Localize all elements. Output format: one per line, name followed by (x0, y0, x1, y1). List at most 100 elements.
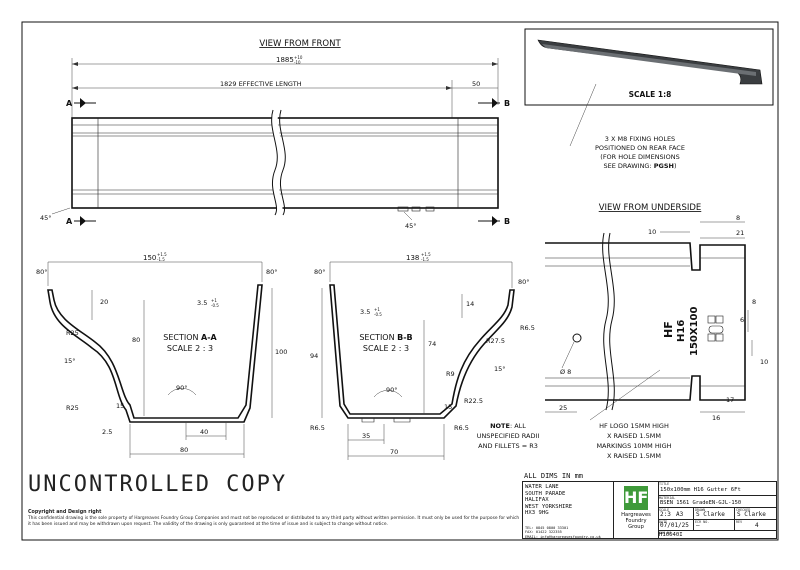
copyright-title: Copyright and Design right (28, 510, 102, 515)
aa-a90: 90° (176, 384, 188, 392)
bb-width-tol-lower: -1.5 (421, 257, 429, 262)
tb-ecr-cell: ECR NO. – (694, 520, 735, 531)
aa-d80: 80 (132, 336, 140, 344)
tb-dwg-value: H16640I (659, 532, 683, 538)
front-view-title: VIEW FROM FRONT (259, 39, 341, 49)
hf-logo-icon: HF (624, 486, 648, 510)
overall-tol-lower: -10 (294, 60, 301, 65)
aa-d15: 15 (116, 402, 124, 410)
underside-markings: HF H16 150X100 (662, 307, 700, 357)
fixing-note-line3: (FOR HOLE DIMENSIONS (600, 153, 679, 161)
section-marker-b-top: B (478, 98, 510, 108)
mark-h16: H16 (676, 320, 687, 342)
tb-material-value: BSEN 1561 GradeEN-GJL-150 (660, 500, 742, 506)
aa-r25-bot: R25 (66, 404, 79, 412)
aa-d20: 20 (100, 298, 108, 306)
bb-scale: SCALE 2 : 3 (363, 344, 409, 353)
section-bb-title: SECTION B-B SCALE 2 : 3 (359, 333, 412, 353)
mark-size: 150X100 (689, 307, 700, 357)
sheet-border (21, 21, 779, 541)
aa-d3-5-tol-upper: +1 (211, 298, 217, 303)
copyright-text: This confidential drawing is the sole pr… (28, 516, 520, 527)
tb-checked-cell: CHECKED S Clarke (735, 508, 776, 520)
section-marker-b-bottom: B (478, 216, 510, 226)
section-bb-profile (329, 284, 515, 423)
tb-scale-value: 2:3 (660, 511, 671, 518)
tb-material-cell: MATERIAL BSEN 1561 GradeEN-GJL-150 (658, 496, 776, 508)
aa-d80-bottom: 80 (180, 446, 188, 454)
aa-d40: 40 (200, 428, 208, 436)
tb-title-cell: TITLE 150x100mm H16 Gutter 6Ft (658, 482, 776, 496)
address-line: WEST YORKSHIRE (525, 503, 573, 510)
aa-angle-left: 80° (36, 268, 48, 276)
section-bb-dimensions: 138 +1.5 -1.5 80° 80° 3.5 +1 -0.5 14 R6.… (310, 252, 535, 460)
us-d10: 10 (648, 228, 656, 236)
section-marker-a-bottom: A (66, 216, 96, 226)
bb-a90: 90° (386, 386, 398, 394)
svg-text:AND FILLETS = R3: AND FILLETS = R3 (478, 442, 538, 450)
all-dims-note: ALL DIMS IN mm (524, 472, 584, 480)
tb-date-cell: DATE 07/01/25 (658, 520, 694, 531)
address-line: HX3 9HG (525, 510, 549, 517)
section-aa-profile (47, 284, 263, 423)
section-aa-dimensions: 150 +1.5 -1.5 80° 80° 20 3.5 +1 -0.5 R25… (36, 252, 287, 458)
front-angle-left: 45° (40, 214, 52, 222)
tb-rev-value: 4 (755, 522, 759, 529)
svg-text:UNSPECIFIED RADII: UNSPECIFIED RADII (477, 432, 540, 440)
svg-text:X RAISED 1.5MM: X RAISED 1.5MM (607, 432, 661, 440)
contact-email: EMAIL: info@hargreavesfoundry.co.uk (525, 534, 601, 539)
fixing-note-line1: 3 X M8 FIXING HOLES (605, 135, 675, 143)
contact-fax: FAX: 01422 322355 (525, 530, 562, 535)
bb-d70: 70 (390, 448, 398, 456)
address-line: HALIFAX (525, 497, 549, 504)
title-block: WATER LANE SOUTH PARADE HALIFAX WEST YOR… (522, 481, 777, 539)
front-angle-bottom: 45° (405, 222, 417, 230)
overall-tol-upper: +10 (294, 55, 303, 60)
bb-d15: 15 (444, 403, 452, 411)
aa-angle-right: 80° (266, 268, 278, 276)
tb-drawn-cell: DRAWN S Clarke (694, 508, 735, 520)
mark-hf: HF (662, 321, 675, 338)
inset-box (524, 28, 774, 106)
inset-gutter-render (537, 39, 763, 85)
fixing-note-line4: SEE DRAWING: PGSH) (603, 162, 676, 170)
section-b-label-bottom: B (504, 217, 510, 226)
effective-length-text: 1829 EFFECTIVE LENGTH (220, 80, 302, 88)
us-d25: 25 (559, 404, 567, 412)
underside-body (545, 232, 746, 411)
tb-title-value: 150x100mm H16 Gutter 6Ft (660, 487, 741, 493)
bb-r6-5-top: R6.5 (520, 324, 535, 332)
end-dim-text: 50 (472, 80, 480, 88)
us-d21: 21 (736, 229, 744, 237)
bb-angle-right: 80° (518, 278, 530, 286)
address-line: SOUTH PARADE (525, 490, 566, 497)
aa-d100: 100 (275, 348, 287, 356)
tb-rev-cell: REV 4 (735, 520, 776, 531)
bb-d94: 94 (310, 352, 318, 360)
us-dia8: Ø 8 (560, 368, 571, 376)
us-d6: 6 (740, 316, 744, 324)
aa-scale: SCALE 2 : 3 (167, 344, 213, 353)
tb-checked-value: S Clarke (737, 511, 766, 518)
company-contact: TEL: 0845 0800 33301 FAX: 01422 322355 E… (525, 526, 613, 539)
svg-text:X RAISED 1.5MM: X RAISED 1.5MM (607, 452, 661, 460)
svg-text:NOTE: ALL: NOTE: ALL (490, 422, 526, 430)
svg-text:HF LOGO 15MM HIGH: HF LOGO 15MM HIGH (599, 422, 669, 430)
bb-d3-5-tol-upper: +1 (374, 307, 380, 312)
tb-size-value: A3 (676, 511, 684, 518)
inset-scale: SCALE 1:8 (629, 90, 672, 99)
section-marker-a-top: A (66, 98, 96, 108)
svg-text:MARKINGS 10MM HIGH: MARKINGS 10MM HIGH (596, 442, 671, 450)
overall-length-text: 1885 (276, 56, 294, 64)
tb-scale-cell: SCALE 2:3 A3 (658, 508, 694, 520)
us-d16: 16 (712, 414, 720, 422)
gutter-front-body (71, 109, 499, 217)
aa-d3-5-tol-lower: -0.5 (211, 303, 219, 308)
bb-r27-5: R27.5 (486, 337, 505, 345)
section-b-label-top: B (504, 99, 510, 108)
copyright-notice: Copyright and Design right This confiden… (28, 510, 523, 528)
radii-note: NOTE: ALL UNSPECIFIED RADII AND FILLETS … (477, 422, 540, 450)
section-aa-title: SECTION A-A SCALE 2 : 3 (163, 333, 217, 353)
bb-d14: 14 (466, 300, 474, 308)
